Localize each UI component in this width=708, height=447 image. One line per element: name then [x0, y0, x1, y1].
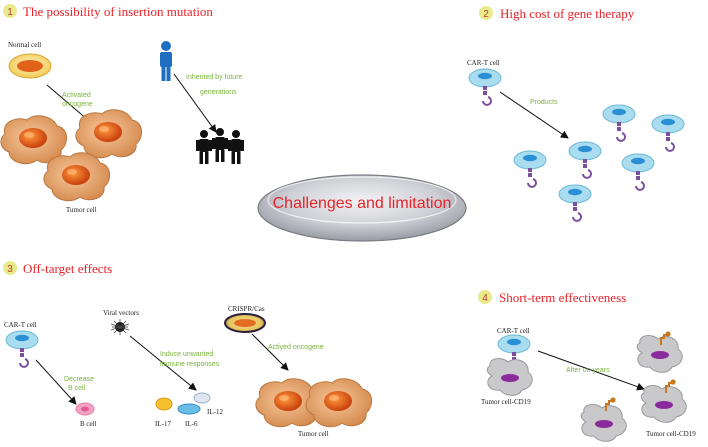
cart-product	[558, 184, 592, 222]
section-4-heading: 4 Short-term effectiveness	[478, 290, 626, 305]
induce-label-line2: immune responses	[160, 361, 220, 368]
arrow-decrease	[35, 359, 77, 405]
activated-label-line2: oncogene	[62, 101, 93, 108]
normal-cell-label: Normal cell	[8, 41, 41, 49]
section-1-heading: 1 The possibility of insertion mutation	[3, 4, 213, 19]
section-title: Short-term effectiveness	[499, 290, 626, 305]
arrow-inherited	[173, 73, 217, 133]
il17-icon	[155, 397, 173, 411]
section-1-content: Normal cell Activated oncogene Tumor cel…	[0, 41, 244, 214]
tumor-cell-3	[43, 152, 111, 202]
relapse-tumor-cell	[636, 331, 683, 373]
family-icon	[196, 128, 244, 164]
cart-cell-label: CAR-T cell	[4, 321, 37, 329]
decrease-label-line1: Decrease	[64, 376, 94, 383]
arrow-induce	[129, 335, 197, 391]
after-years-label: After on years	[566, 367, 610, 374]
arrow-products	[499, 91, 569, 139]
inherited-label-line1: Inherited by future	[186, 74, 243, 81]
center-title: Challenges and limitation	[273, 195, 452, 212]
il12-icon	[193, 392, 211, 404]
tumor-cell-cd19	[486, 358, 533, 396]
relapse-tumor-cell	[640, 379, 687, 423]
products-label: Products	[530, 99, 558, 106]
cart-cell-label: CAR-T cell	[467, 59, 500, 67]
cart-cell	[468, 68, 502, 106]
section-title: Off-target effects	[23, 261, 112, 276]
section-badge	[3, 4, 17, 18]
arrow-after-years	[537, 350, 645, 391]
section-2-content: CAR-T cell Products	[467, 59, 685, 222]
inherited-label-line2: generations	[200, 89, 237, 96]
il12-label: IL-12	[207, 408, 223, 416]
cart-cell-label: CAR-T cell	[497, 327, 530, 335]
section-number: 1	[7, 7, 13, 18]
section-badge	[3, 261, 17, 275]
cart-cell	[5, 330, 39, 368]
actived-oncogene-label: Actived oncogene	[268, 344, 324, 351]
il6-icon	[177, 403, 201, 415]
normal-cell	[8, 53, 52, 79]
viral-vectors-label: Viral vectors	[103, 309, 139, 317]
tumor-cell-label: Tumor cell	[66, 206, 97, 214]
section-title: The possibility of insertion mutation	[23, 4, 213, 19]
crispr-label: CRISPR/Cas	[228, 305, 265, 313]
section-badge	[478, 290, 492, 304]
crispr-cell	[224, 313, 266, 333]
cart-product	[621, 153, 655, 191]
cart-product	[651, 114, 685, 152]
section-4-content: CAR-T cell Tumor cell-CD19 After on year…	[481, 327, 696, 442]
section-title: High cost of gene therapy	[500, 6, 635, 21]
induce-label-line1: Induce unwanted	[160, 351, 213, 358]
tumor-cell-2	[75, 109, 143, 159]
cart-product	[513, 150, 547, 188]
tumor-cell-label: Tumor cell	[298, 430, 329, 438]
section-badge	[479, 6, 493, 20]
section-3-heading: 3 Off-target effects	[3, 261, 112, 276]
tumor-cd19-label: Tumor cell-CD19	[481, 398, 531, 406]
il6-label: IL-6	[185, 420, 198, 428]
relapse-tumor-cell	[580, 397, 627, 442]
person-icon	[160, 41, 172, 81]
b-cell	[75, 402, 95, 416]
section-2-heading: 2 High cost of gene therapy	[479, 6, 635, 21]
section-number: 2	[483, 9, 489, 20]
tumor-cell-5	[305, 378, 373, 428]
section-3-content: CAR-T cell Decrease B cell B cell Viral …	[4, 305, 373, 438]
il17-label: IL-17	[155, 420, 171, 428]
cart-product	[568, 141, 602, 179]
section-number: 3	[7, 264, 13, 275]
center-platter: Challenges and limitation	[257, 174, 467, 242]
arrow-crispr	[251, 333, 289, 371]
decrease-label-line2: B cell	[68, 385, 86, 392]
section-number: 4	[482, 293, 488, 304]
cart-product	[602, 104, 636, 142]
b-cell-label: B cell	[80, 420, 97, 428]
viral-vector-icon	[110, 319, 130, 335]
tumor-cd19-label: Tumor cell-CD19	[646, 430, 696, 438]
activated-label-line1: Activated	[62, 92, 91, 99]
